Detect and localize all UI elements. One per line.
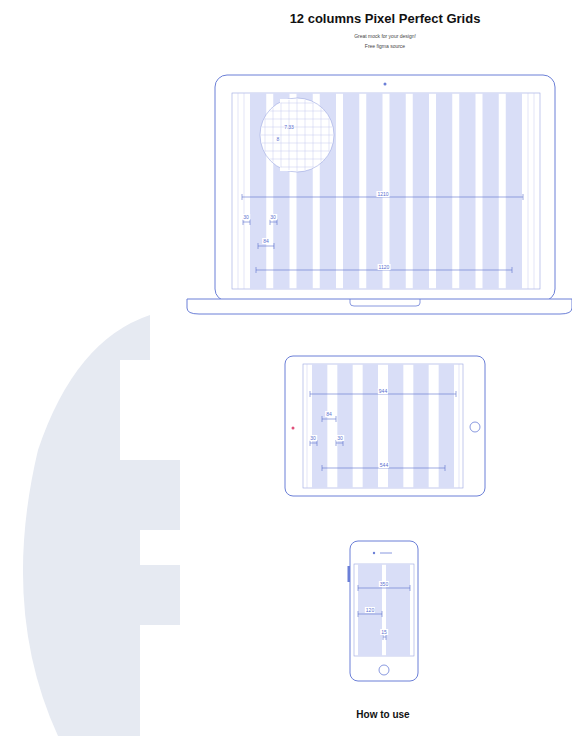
grid-column xyxy=(459,93,475,289)
zoom-measure: 8 xyxy=(277,136,280,142)
phone-side-button xyxy=(348,566,351,582)
dimension-label: 350 xyxy=(379,581,389,587)
phone-camera xyxy=(373,552,375,554)
margin-line xyxy=(534,93,535,289)
dimension-label: 944 xyxy=(378,388,388,394)
grid-column xyxy=(413,93,429,289)
grid-column xyxy=(343,93,359,289)
margin-line xyxy=(307,364,308,488)
laptop-screen xyxy=(232,93,540,289)
zoom-grid-line xyxy=(265,151,329,152)
zoom-grid-line xyxy=(329,119,330,152)
grid-column xyxy=(358,564,382,656)
grid-column xyxy=(388,364,403,488)
dimension-label: 30 xyxy=(269,214,277,220)
phone-screen xyxy=(354,564,414,656)
tablet-body xyxy=(285,356,485,496)
grid-column xyxy=(390,93,406,289)
laptop-base xyxy=(187,299,572,314)
margin-line xyxy=(459,364,460,488)
grid-column xyxy=(386,564,410,656)
margin-line xyxy=(244,93,245,289)
phone-speaker xyxy=(380,553,392,554)
grid-column xyxy=(436,93,452,289)
phone-dimensions xyxy=(358,585,410,640)
dimension-label: 84 xyxy=(325,411,333,417)
phone-body xyxy=(350,541,418,681)
margin-line xyxy=(238,93,239,289)
grid-column xyxy=(506,93,522,289)
laptop-dimensions xyxy=(242,194,523,273)
zoom-grid-line xyxy=(261,135,333,136)
tablet-home-button xyxy=(470,422,480,432)
dimension-label: 1120 xyxy=(378,264,391,270)
zoom-grid-line xyxy=(281,167,314,168)
tablet-screen xyxy=(303,364,463,488)
tablet-dimensions xyxy=(310,391,456,471)
background-shape xyxy=(23,315,180,736)
laptop-camera xyxy=(384,83,387,86)
zoom-grid-line xyxy=(313,103,314,167)
zoom-grid-line xyxy=(262,143,332,144)
dimension-label: 30 xyxy=(242,214,250,220)
subtitle: Free figma source xyxy=(365,43,405,49)
laptop-lid xyxy=(215,75,555,301)
dimension-label: 30 xyxy=(336,435,344,441)
section-heading: How to use xyxy=(356,709,409,720)
grid-column xyxy=(337,364,352,488)
phone-home-button xyxy=(379,665,389,675)
grid-column xyxy=(439,364,454,488)
subtitle: Great mock for your design! xyxy=(354,33,416,39)
dimension-label: 30 xyxy=(309,435,317,441)
zoom-grid-line xyxy=(321,108,322,162)
zoom-grid-line xyxy=(270,159,324,160)
margin-line xyxy=(528,93,529,289)
dimension-label: 544 xyxy=(379,462,389,468)
grid-column xyxy=(363,364,378,488)
dimension-label: 120 xyxy=(365,607,375,613)
laptop-notch xyxy=(350,299,420,306)
zoom-measure: 7.33 xyxy=(284,124,294,130)
dimension-label: 15 xyxy=(380,629,388,635)
dimension-label: 84 xyxy=(262,238,270,244)
grid-column xyxy=(413,364,428,488)
tablet-camera xyxy=(292,427,295,430)
zoom-circle xyxy=(260,98,334,172)
zoom-grid-line xyxy=(305,100,306,170)
page-title: 12 columns Pixel Perfect Grids xyxy=(290,11,481,26)
dimension-label: 1210 xyxy=(376,191,389,197)
grid-column xyxy=(483,93,499,289)
grid-column xyxy=(312,364,327,488)
